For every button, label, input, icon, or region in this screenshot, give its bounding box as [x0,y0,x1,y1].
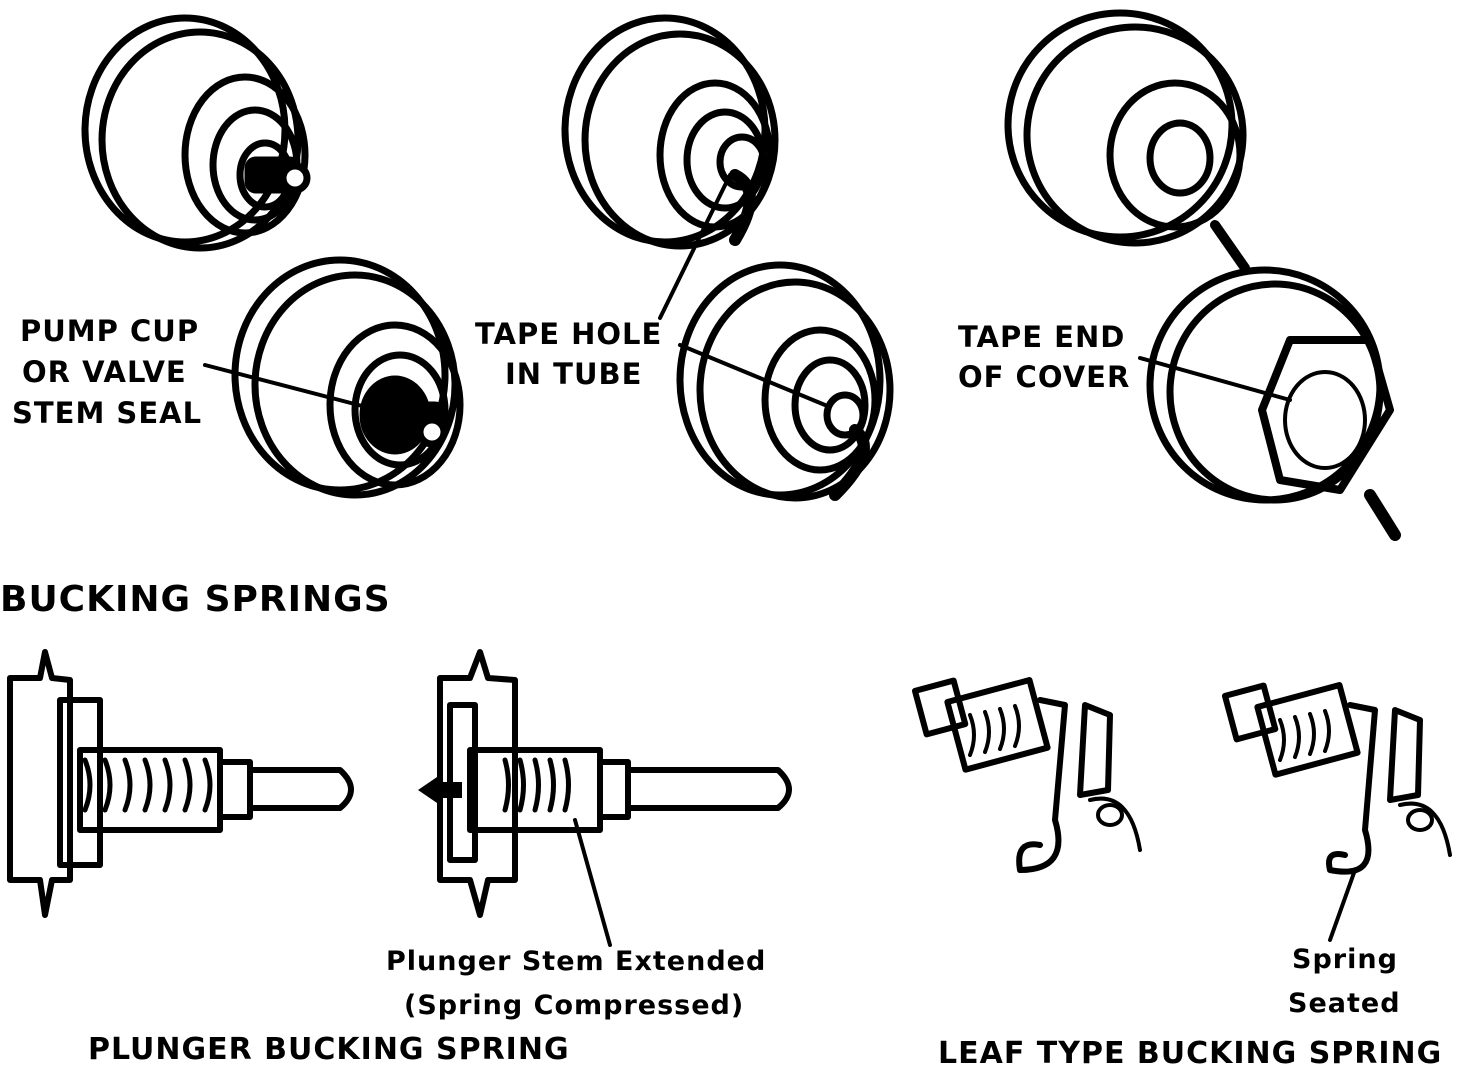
vacuum-motor-upper-middle [561,14,779,320]
label-plunger-stem-line1: Plunger Stem Extended [386,946,767,977]
plunger-spring-assembly-right [418,649,792,947]
caption-plunger-bucking-spring: PLUNGER BUCKING SPRING [88,1032,570,1067]
label-pump-cup-line1: PUMP CUP [20,314,200,348]
vacuum-motor-lower-middle [676,261,894,502]
vacuum-motor-lower-left [203,256,464,499]
plunger-spring-assembly-left [7,649,354,918]
label-tape-hole-line1: TAPE HOLE [475,317,663,351]
label-spring-seated-line1: Spring [1292,944,1398,975]
label-tape-hole-line2: IN TUBE [505,357,643,391]
vacuum-motor-upper-right [1004,9,1250,273]
vacuum-motor-lower-right [1138,266,1401,541]
label-tape-end-line2: OF COVER [958,360,1131,394]
label-pump-cup-line2: OR VALVE [22,355,187,389]
label-pump-cup-line3: STEM SEAL [12,396,203,430]
vacuum-motor-upper-left [81,14,311,252]
leaf-spring-assembly-right [1221,682,1452,942]
leaf-spring-assembly-left [911,677,1142,873]
caption-leaf-type-bucking-spring: LEAF TYPE BUCKING SPRING [938,1036,1443,1071]
label-plunger-stem-line2: (Spring Compressed) [404,990,745,1021]
label-spring-seated-line2: Seated [1288,988,1401,1019]
section-heading: BUCKING SPRINGS [0,579,391,620]
label-tape-end-line1: TAPE END [958,320,1126,354]
